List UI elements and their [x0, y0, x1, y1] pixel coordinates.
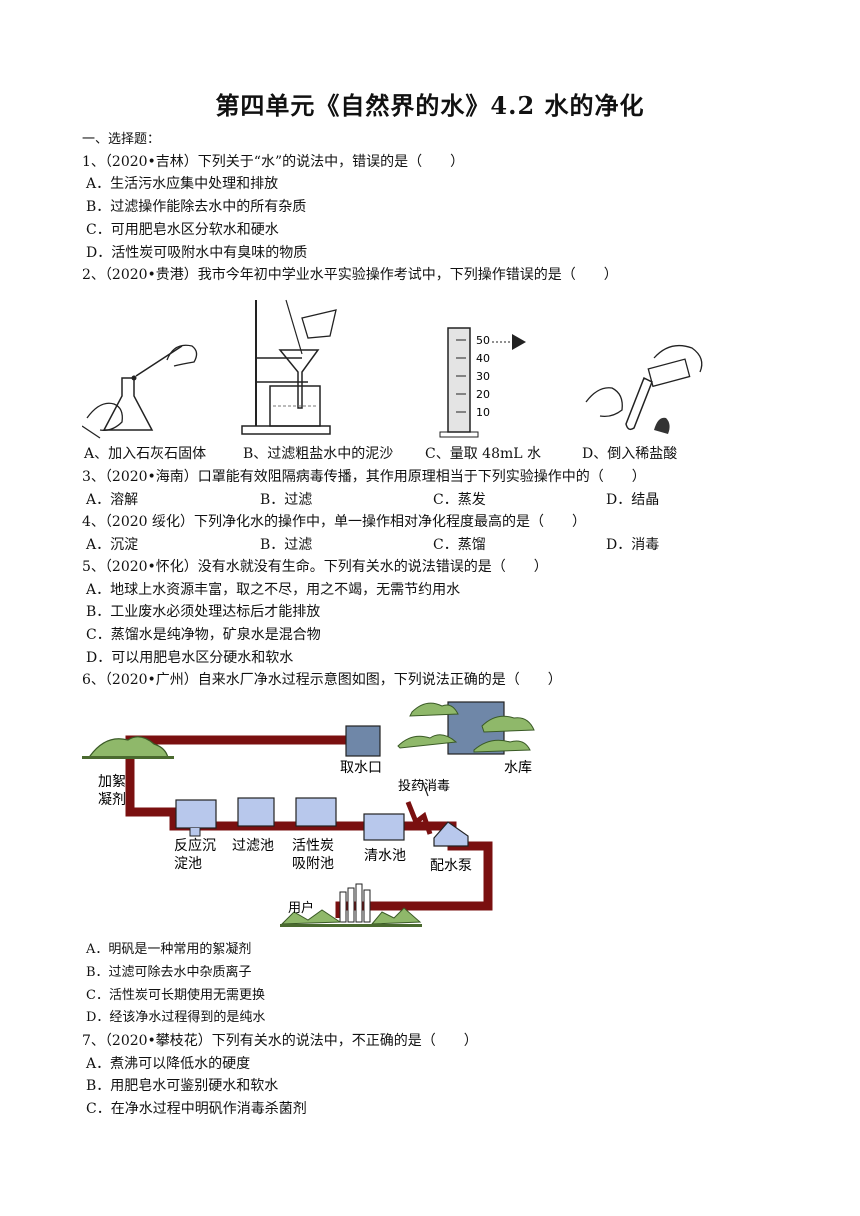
tank-filter: [237, 797, 275, 827]
tree-icon: [280, 909, 342, 925]
label-carbon-1: 活性炭: [292, 838, 334, 854]
q1-option-d: D．活性炭可吸附水中有臭味的物质: [86, 245, 308, 261]
tank-carbon: [295, 797, 337, 827]
q5-option-c: C．蒸馏水是纯净物，矿泉水是混合物: [86, 627, 321, 643]
q3-stem: 3、（2020•海南）口罩能有效阻隔病毒传播，其作用原理相当于下列实验操作中的（…: [82, 469, 646, 485]
q1-stem: 1、（2020•吉林）下列关于“水”的说法中，错误的是（ ）: [82, 154, 465, 170]
page-title: 第四单元《自然界的水》4.2 水的净化: [215, 91, 645, 120]
q7-option-b: B．用肥皂水可鉴别硬水和软水: [86, 1078, 279, 1094]
q2-figure-b: [241, 299, 337, 435]
q4-option-d: D．消毒: [606, 537, 660, 553]
label-user: 用户: [288, 900, 314, 916]
bottle-stopper-icon: [654, 417, 670, 434]
tank-clear: [363, 813, 405, 841]
tree-icon: [473, 739, 531, 753]
q2-figure-a: [82, 344, 198, 439]
label-flocculant-1: 加絮: [98, 773, 126, 790]
q6-option-a: A．明矾是一种常用的絮凝剂: [86, 942, 252, 957]
q1-option-c: C．可用肥皂水区分软水和硬水: [86, 222, 279, 238]
pump-icon: [433, 821, 469, 847]
cylinder-tick-30: 30: [476, 370, 490, 383]
q2-caption-b: B、过滤粗盐水中的泥沙: [243, 446, 394, 462]
label-intake: 取水口: [340, 760, 382, 776]
water-treatment-diagram: 取水口 水库 投药消毒 加絮 凝剂 反应沉 淀池 过滤池 活性炭 吸附池 清水池…: [82, 692, 552, 936]
cylinder-tick-50: 50: [476, 334, 490, 347]
tank-settling: [175, 799, 217, 829]
q2-caption-c: C、量取 48mL 水: [425, 446, 541, 462]
label-reservoir: 水库: [504, 760, 532, 776]
label-clear: 清水池: [364, 848, 406, 864]
tree-icon: [409, 702, 459, 717]
tree-icon: [86, 736, 169, 759]
label-filter: 过滤池: [232, 838, 274, 854]
tree-icon: [481, 715, 535, 733]
label-pump: 配水泵: [430, 858, 472, 874]
section-heading: 一、选择题：: [82, 132, 161, 147]
label-disinfect: 投药消毒: [398, 778, 450, 794]
q3-option-b: B．过滤: [260, 492, 313, 508]
q7-stem: 7、（2020•攀枝花）下列有关水的说法中，不正确的是（ ）: [82, 1033, 478, 1049]
label-flocculant-2: 凝剂: [98, 792, 126, 808]
q4-option-b: B．过滤: [260, 537, 313, 553]
label-carbon-2: 吸附池: [292, 856, 334, 872]
q6-option-d: D．经该净水过程得到的是纯水: [86, 1010, 266, 1025]
q2-caption-a: A、加入石灰石固体: [84, 446, 207, 462]
q4-option-c: C．蒸馏: [433, 537, 486, 553]
q5-stem: 5、（2020•怀化）没有水就没有生命。下列有关水的说法错误的是（ ）: [82, 559, 548, 575]
q3-option-a: A．溶解: [86, 492, 139, 508]
cylinder-tick-10: 10: [476, 406, 490, 419]
cylinder-tick-40: 40: [476, 352, 490, 365]
label-settle-2: 淀池: [174, 856, 202, 872]
tree-icon: [370, 907, 422, 925]
eye-icon: [512, 334, 526, 350]
q2-figure-c: 50 40 30 20 10: [439, 327, 526, 438]
q4-option-a: A．沉淀: [86, 537, 139, 553]
tree-icon: [397, 734, 458, 749]
q6-stem: 6、（2020•广州）自来水厂净水过程示意图如图，下列说法正确的是（ ）: [82, 672, 562, 688]
q5-option-b: B．工业废水必须处理达标后才能排放: [86, 604, 321, 620]
q7-option-c: C．在净水过程中明矾作消毒杀菌剂: [86, 1101, 307, 1117]
q5-option-a: A．地球上水资源丰富，取之不尽，用之不竭，无需节约用水: [86, 582, 461, 598]
q7-option-a: A．煮沸可以降低水的硬度: [86, 1056, 251, 1072]
q3-option-c: C．蒸发: [433, 492, 486, 508]
q1-option-b: B．过滤操作能除去水中的所有杂质: [86, 199, 307, 215]
q2-figure-d: [585, 344, 703, 434]
intake-box: [345, 725, 381, 757]
label-settle-1: 反应沉: [174, 837, 216, 854]
q5-option-d: D．可以用肥皂水区分硬水和软水: [86, 650, 294, 666]
q3-option-d: D．结晶: [606, 492, 660, 508]
q2-caption-d: D、倒入稀盐酸: [582, 446, 678, 462]
q1-option-a: A．生活污水应集中处理和排放: [86, 176, 279, 192]
q6-option-c: C．活性炭可长期使用无需更换: [86, 988, 265, 1003]
cylinder-tick-20: 20: [476, 388, 490, 401]
q6-option-b: B．过滤可除去水中杂质离子: [86, 965, 252, 980]
q4-stem: 4、（2020 绥化）下列净化水的操作中，单一操作相对净化程度最高的是（ ）: [82, 514, 586, 530]
q2-stem: 2、（2020•贵港）我市今年初中学业水平实验操作考试中，下列操作错误的是（ ）: [82, 267, 618, 283]
